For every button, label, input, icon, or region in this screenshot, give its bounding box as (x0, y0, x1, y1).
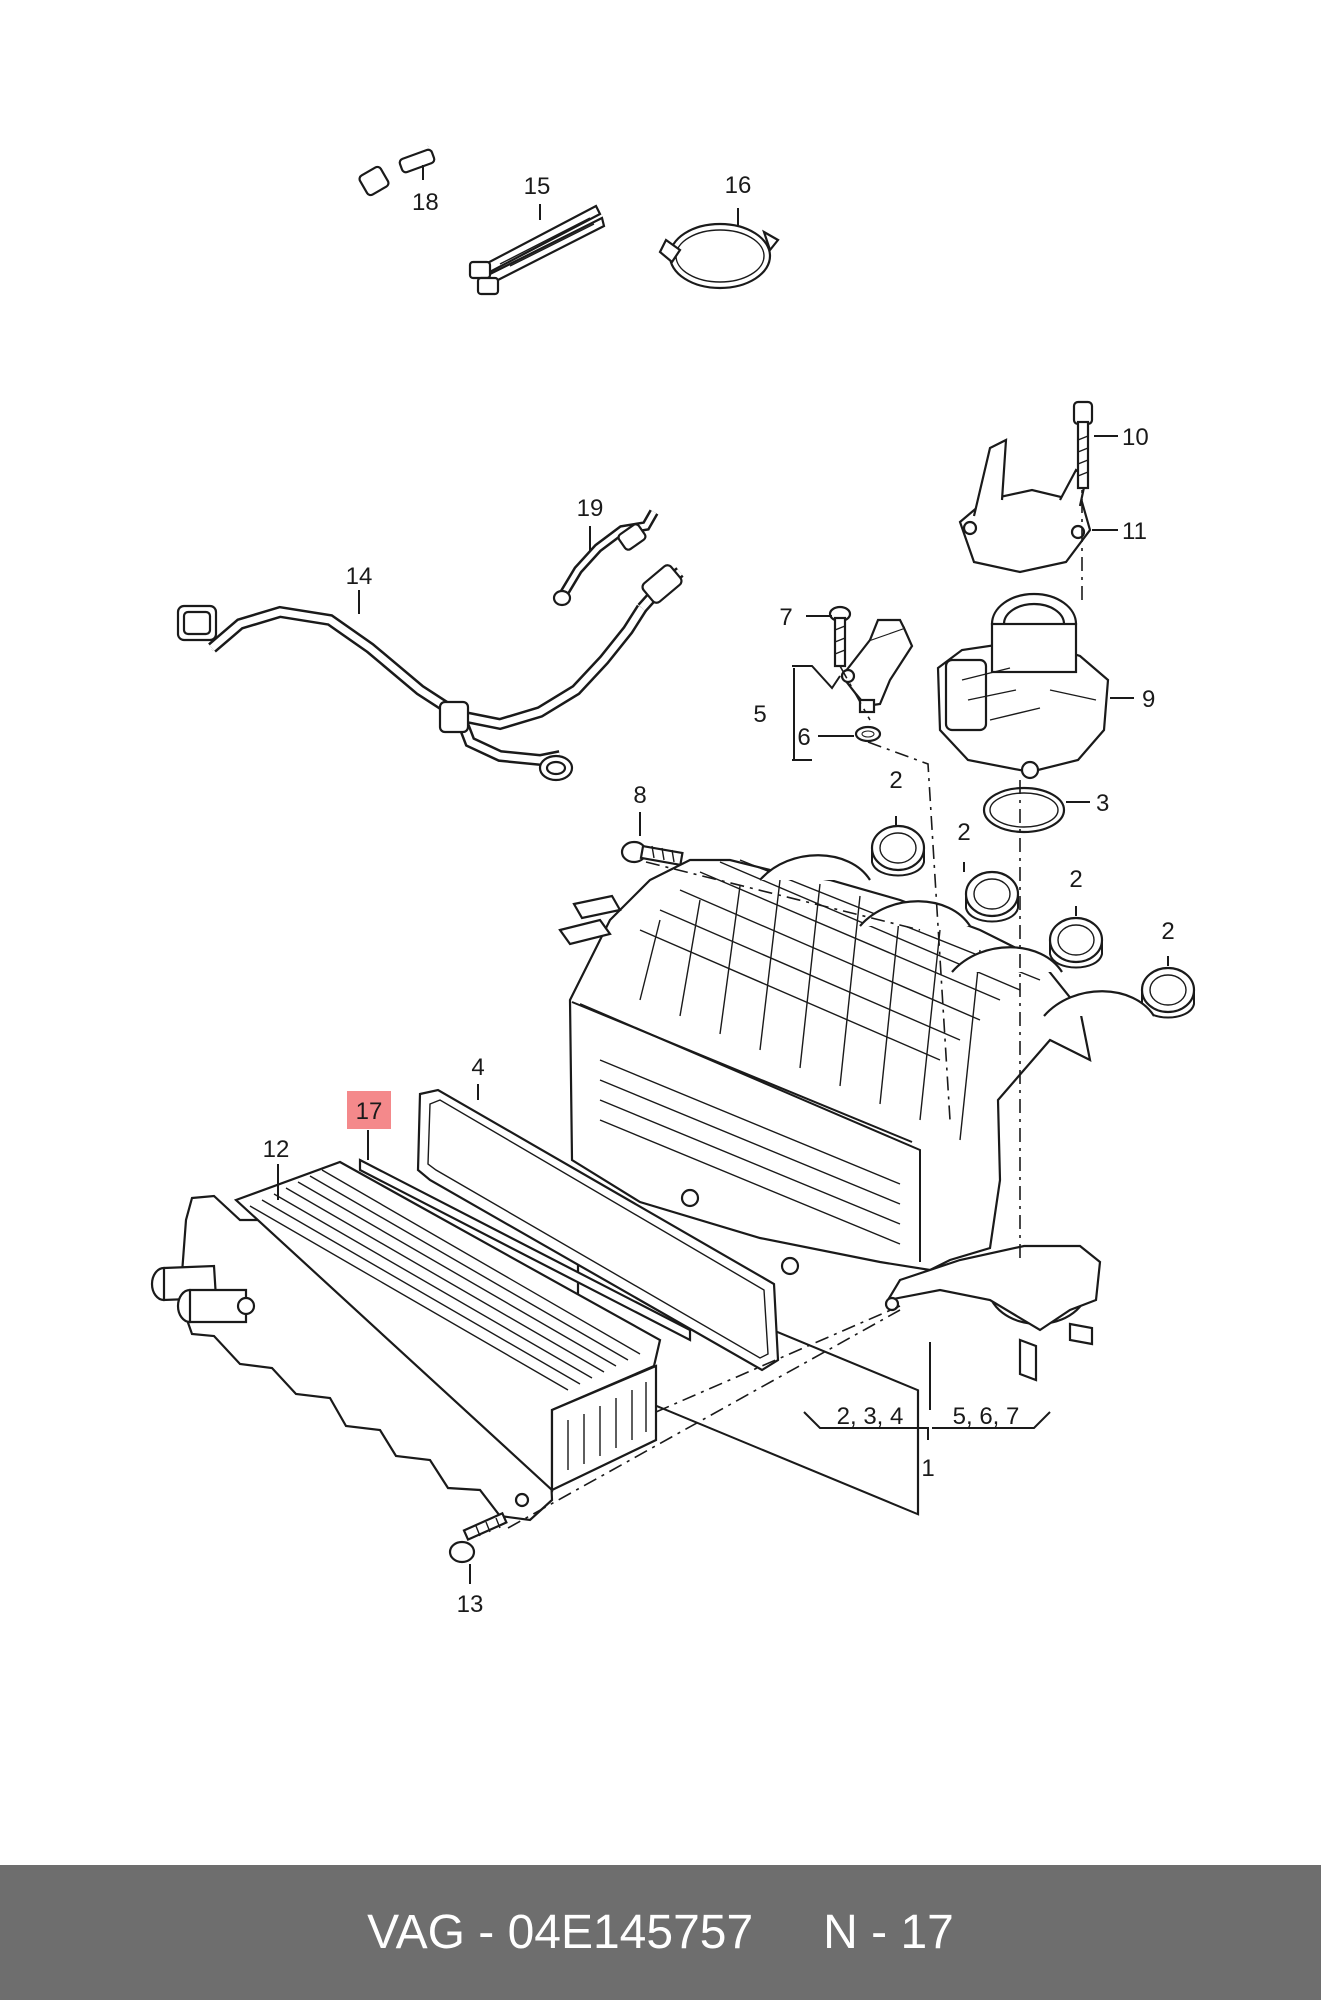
callout-13: 13 (457, 1591, 484, 1618)
callout-2-c: 2 (1069, 866, 1082, 893)
gasket-4 (416, 1088, 780, 1372)
callout-2-b: 2 (957, 819, 970, 846)
throttle-bracket-11 (958, 438, 1092, 574)
callout-9: 9 (1142, 686, 1155, 713)
callout-16: 16 (725, 172, 752, 199)
bolt-8 (620, 840, 684, 867)
coolant-hose-assembly (132, 144, 684, 782)
hose-clamp-16 (658, 222, 780, 290)
callout-12: 12 (263, 1136, 290, 1163)
charge-air-cooler-12 (150, 1160, 662, 1522)
callout-group-left: 2, 3, 4 (837, 1403, 904, 1430)
bolt-13 (448, 1511, 508, 1564)
callout-8: 8 (633, 782, 646, 809)
o-ring-6 (854, 725, 882, 743)
cable-tie-15 (468, 204, 606, 296)
callout-7: 7 (779, 604, 792, 631)
seal-2-b (964, 870, 1020, 923)
bolt-7 (828, 605, 852, 668)
exploded-parts-diagram: 18 15 16 10 11 19 14 7 9 5 6 2 8 3 2 2 2… (132, 144, 1196, 1618)
pressure-sensor-5 (840, 618, 914, 714)
o-ring-3 (982, 786, 1066, 834)
seal-2-a (870, 824, 926, 877)
gasket-17 (358, 1158, 692, 1342)
seal-2-c (1048, 916, 1104, 969)
callout-6: 6 (797, 724, 810, 751)
throttle-body-9 (936, 592, 1110, 780)
callout-19: 19 (577, 495, 604, 522)
callout-3: 3 (1096, 790, 1109, 817)
callout-17-highlight (347, 1091, 391, 1129)
intake-manifold-1 (558, 854, 1155, 1516)
callout-4: 4 (471, 1054, 484, 1081)
callout-17: 17 (356, 1098, 383, 1125)
callout-2-d: 2 (1161, 918, 1174, 945)
callout-15: 15 (524, 173, 551, 200)
callout-2-a: 2 (889, 767, 902, 794)
callout-10: 10 (1122, 424, 1149, 451)
callout-18: 18 (412, 189, 439, 216)
part-number-footer: VAG - 04E145757 N - 17 (0, 1865, 1321, 2000)
callout-11: 11 (1122, 518, 1147, 545)
footer-position: N - 17 (823, 1906, 954, 1959)
callout-5: 5 (753, 701, 766, 728)
callout-labels: 18 15 16 10 11 19 14 7 9 5 6 2 8 3 2 2 2… (263, 172, 1175, 1618)
footer-part-code: VAG - 04E145757 (367, 1906, 754, 1959)
callout-1: 1 (921, 1455, 934, 1482)
callout-14: 14 (346, 563, 373, 590)
leader-lines (277, 165, 1169, 1584)
bolt-10 (1072, 400, 1094, 490)
assembly-lines (507, 490, 1083, 1529)
callout-group-right: 5, 6, 7 (953, 1403, 1020, 1430)
